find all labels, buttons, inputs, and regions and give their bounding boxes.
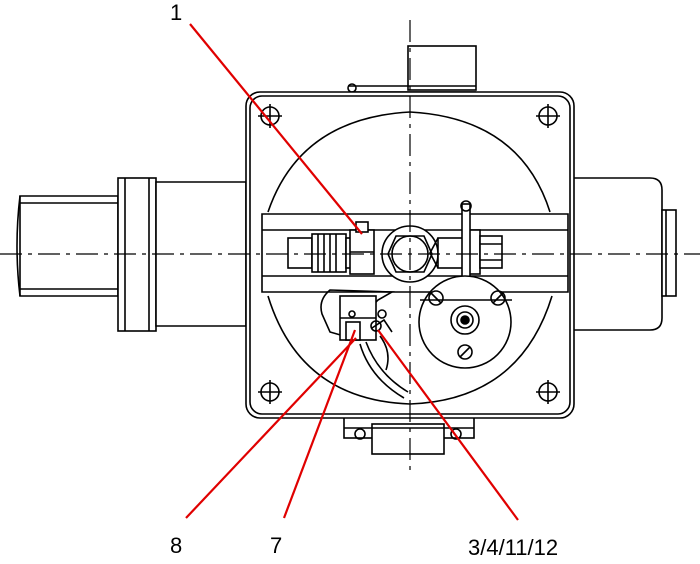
callout-8: 8	[170, 533, 183, 558]
top-boss	[347, 45, 477, 93]
limit-switch-bracket	[320, 289, 409, 399]
leader-8	[185, 337, 357, 519]
centerlines	[0, 20, 700, 470]
cam-disc	[418, 275, 512, 369]
actuator-outline	[16, 45, 677, 455]
rod-assembly	[429, 200, 503, 283]
callout-3-4-11-12: 3/4/11/12	[468, 535, 559, 560]
leader-1	[189, 23, 363, 235]
left-shaft	[16, 195, 119, 297]
leader-3-4-11-12	[377, 329, 519, 521]
leader-7	[282, 329, 357, 519]
switch-block	[349, 221, 375, 275]
bottom-connector	[343, 415, 475, 455]
callout-1: 1	[170, 0, 183, 25]
callout-7: 7	[270, 533, 283, 558]
corner-bolts	[258, 104, 560, 404]
cable-gland	[287, 233, 359, 273]
leader-lines	[185, 23, 519, 521]
